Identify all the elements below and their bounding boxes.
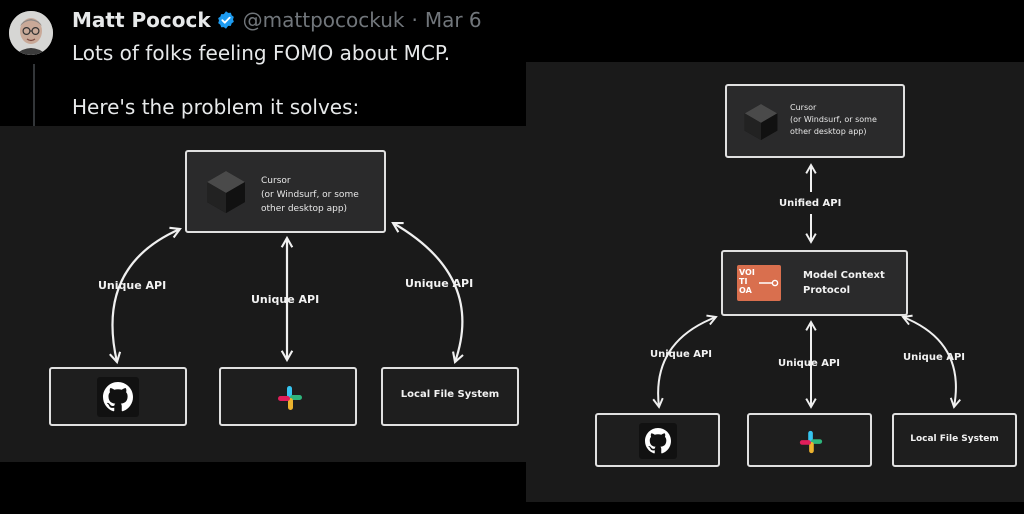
cursor-logo-icon: [207, 171, 245, 213]
diagram-with-mcp: Cursor (or Windsurf, or some other deskt…: [526, 62, 1024, 502]
left-arrows: [109, 221, 464, 365]
arrow-cursor-filesystem: [391, 221, 464, 365]
filesystem-node-right-label: Local File System: [910, 434, 999, 444]
github-icon: [645, 428, 671, 454]
separator-dot: ·: [411, 8, 418, 32]
github-node-right: [595, 413, 720, 467]
right-arrows: [652, 163, 961, 409]
mcp-logo-text: VOI TI OA: [739, 268, 755, 295]
author-name[interactable]: Matt Pocock: [72, 8, 211, 32]
author-handle[interactable]: @mattpocockuk: [242, 8, 405, 32]
github-icon: [103, 382, 133, 412]
slack-node-right: [747, 413, 872, 467]
tweet-text-line-1: Lots of folks feeling FOMO about MCP.: [72, 41, 451, 65]
tweet-text-line-2: Here's the problem it solves:: [72, 95, 360, 119]
edge-label-slack-right: Unique API: [778, 358, 840, 369]
mcp-node: VOI TI OA Model Context Protocol: [721, 250, 908, 316]
tweet-date[interactable]: Mar 6: [424, 8, 482, 32]
cursor-node-label: Cursor (or Windsurf, or some other deskt…: [261, 176, 359, 214]
edge-label-slack: Unique API: [251, 293, 320, 306]
filesystem-node: Local File System: [381, 367, 519, 426]
cursor-node-right-label: Cursor (or Windsurf, or some other deskt…: [790, 103, 877, 136]
edge-label-github: Unique API: [98, 279, 167, 292]
tweet: Matt Pocock @mattpocockuk · Mar 6 Lots o…: [0, 0, 482, 130]
mcp-node-label: Model Context Protocol: [803, 270, 885, 296]
avatar-image: [9, 11, 53, 55]
filesystem-node-right: Local File System: [892, 413, 1017, 467]
cursor-logo-icon: [744, 104, 778, 140]
github-node: [49, 367, 187, 426]
arrow-cursor-github: [109, 226, 182, 365]
cursor-node-right: Cursor (or Windsurf, or some other deskt…: [725, 84, 905, 158]
edge-label-filesystem: Unique API: [405, 277, 474, 290]
verified-badge-icon: [217, 11, 234, 29]
cursor-node: Cursor (or Windsurf, or some other deskt…: [185, 150, 386, 233]
edge-label-filesystem-right: Unique API: [903, 352, 965, 363]
arrow-mcp-github: [652, 314, 718, 409]
arrow-mcp-filesystem: [901, 314, 961, 409]
filesystem-node-label: Local File System: [400, 389, 500, 400]
author-row: Matt Pocock @mattpocockuk · Mar 6: [72, 8, 482, 32]
slack-icon: [278, 386, 302, 410]
avatar[interactable]: [9, 11, 53, 55]
edge-label-unified-api: Unified API: [779, 198, 842, 209]
edge-label-github-right: Unique API: [650, 349, 712, 360]
thread-line: [33, 64, 35, 126]
slack-node: [219, 367, 357, 426]
diagram-without-mcp: Cursor (or Windsurf, or some other deskt…: [0, 126, 526, 462]
mcp-connector-icon: [759, 279, 779, 287]
slack-icon: [799, 430, 823, 454]
mcp-logo: VOI TI OA: [737, 265, 781, 301]
